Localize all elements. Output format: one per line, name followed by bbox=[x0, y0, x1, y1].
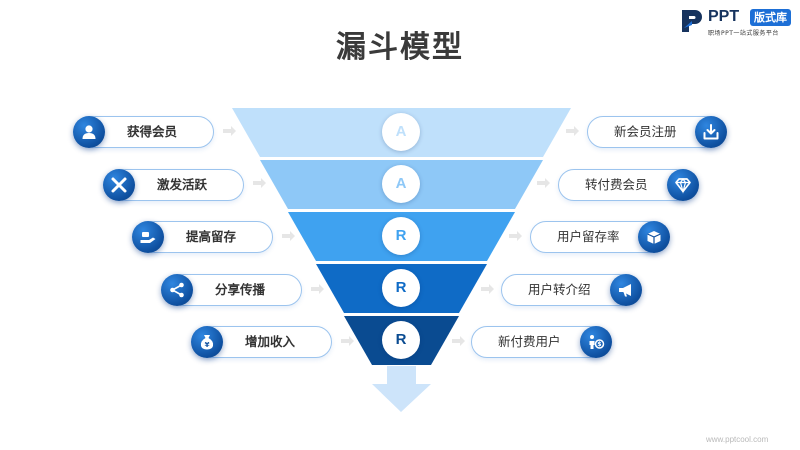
arrow-right-icon bbox=[509, 231, 522, 241]
person-coin-icon: $ bbox=[580, 326, 612, 358]
logo-ppt-text: PPT bbox=[708, 8, 740, 25]
arrow-right-icon bbox=[282, 231, 295, 241]
svg-text:¥: ¥ bbox=[205, 341, 210, 349]
left-item-revenue[interactable]: 增加收入 bbox=[198, 326, 332, 358]
page-title: 漏斗模型 bbox=[336, 30, 464, 65]
brand-logo[interactable]: PPT 版式库 职场PPT一站式服务平台 bbox=[680, 6, 794, 38]
funnel-letter-4: R bbox=[382, 269, 420, 307]
arrow-right-icon bbox=[253, 178, 266, 188]
right-item-label: 新会员注册 bbox=[614, 124, 677, 139]
funnel-letter-1: A bbox=[382, 113, 420, 151]
arrow-right-icon bbox=[223, 126, 236, 136]
left-item-retention[interactable]: 提高留存 bbox=[139, 221, 273, 253]
logo-p-icon bbox=[682, 10, 702, 32]
right-item-label: 转付费会员 bbox=[585, 177, 648, 192]
left-item-label: 增加收入 bbox=[245, 334, 296, 349]
left-item-label: 分享传播 bbox=[215, 282, 266, 297]
left-item-label: 获得会员 bbox=[127, 124, 178, 139]
funnel-down-arrow bbox=[372, 366, 431, 412]
share-icon bbox=[161, 274, 193, 306]
logo-subtitle: 职场PPT一站式服务平台 bbox=[708, 30, 779, 37]
package-icon bbox=[638, 221, 670, 253]
left-item-get-members[interactable]: 获得会员 bbox=[80, 116, 214, 148]
left-item-label: 激发活跃 bbox=[157, 177, 208, 192]
svg-text:$: $ bbox=[597, 341, 601, 348]
right-item-label: 用户留存率 bbox=[557, 229, 620, 244]
right-item-label: 新付费用户 bbox=[498, 334, 561, 349]
hand-hold-icon bbox=[132, 221, 164, 253]
funnel-letter-3: R bbox=[382, 217, 420, 255]
arrow-right-icon bbox=[341, 336, 354, 346]
arrow-right-icon bbox=[537, 178, 550, 188]
watermark-url: www.pptcool.com bbox=[706, 435, 769, 444]
arrow-right-icon bbox=[566, 126, 579, 136]
funnel-letter-5: R bbox=[382, 321, 420, 359]
arrow-right-icon bbox=[481, 284, 494, 294]
right-item-paid-conversion[interactable]: 转付费会员 bbox=[558, 169, 692, 201]
arrow-right-icon bbox=[311, 284, 324, 294]
diamond-icon bbox=[667, 169, 699, 201]
left-item-label: 提高留存 bbox=[186, 229, 237, 244]
left-item-activate[interactable]: 激发活跃 bbox=[110, 169, 244, 201]
user-icon bbox=[73, 116, 105, 148]
arrow-right-icon bbox=[452, 336, 465, 346]
download-box-icon bbox=[695, 116, 727, 148]
logo-badge: 版式库 bbox=[750, 9, 791, 26]
cross-tools-icon bbox=[103, 169, 135, 201]
megaphone-icon bbox=[610, 274, 642, 306]
right-item-label: 用户转介绍 bbox=[528, 282, 591, 297]
funnel-letter-2: A bbox=[382, 165, 420, 203]
money-bag-icon: ¥ bbox=[191, 326, 223, 358]
